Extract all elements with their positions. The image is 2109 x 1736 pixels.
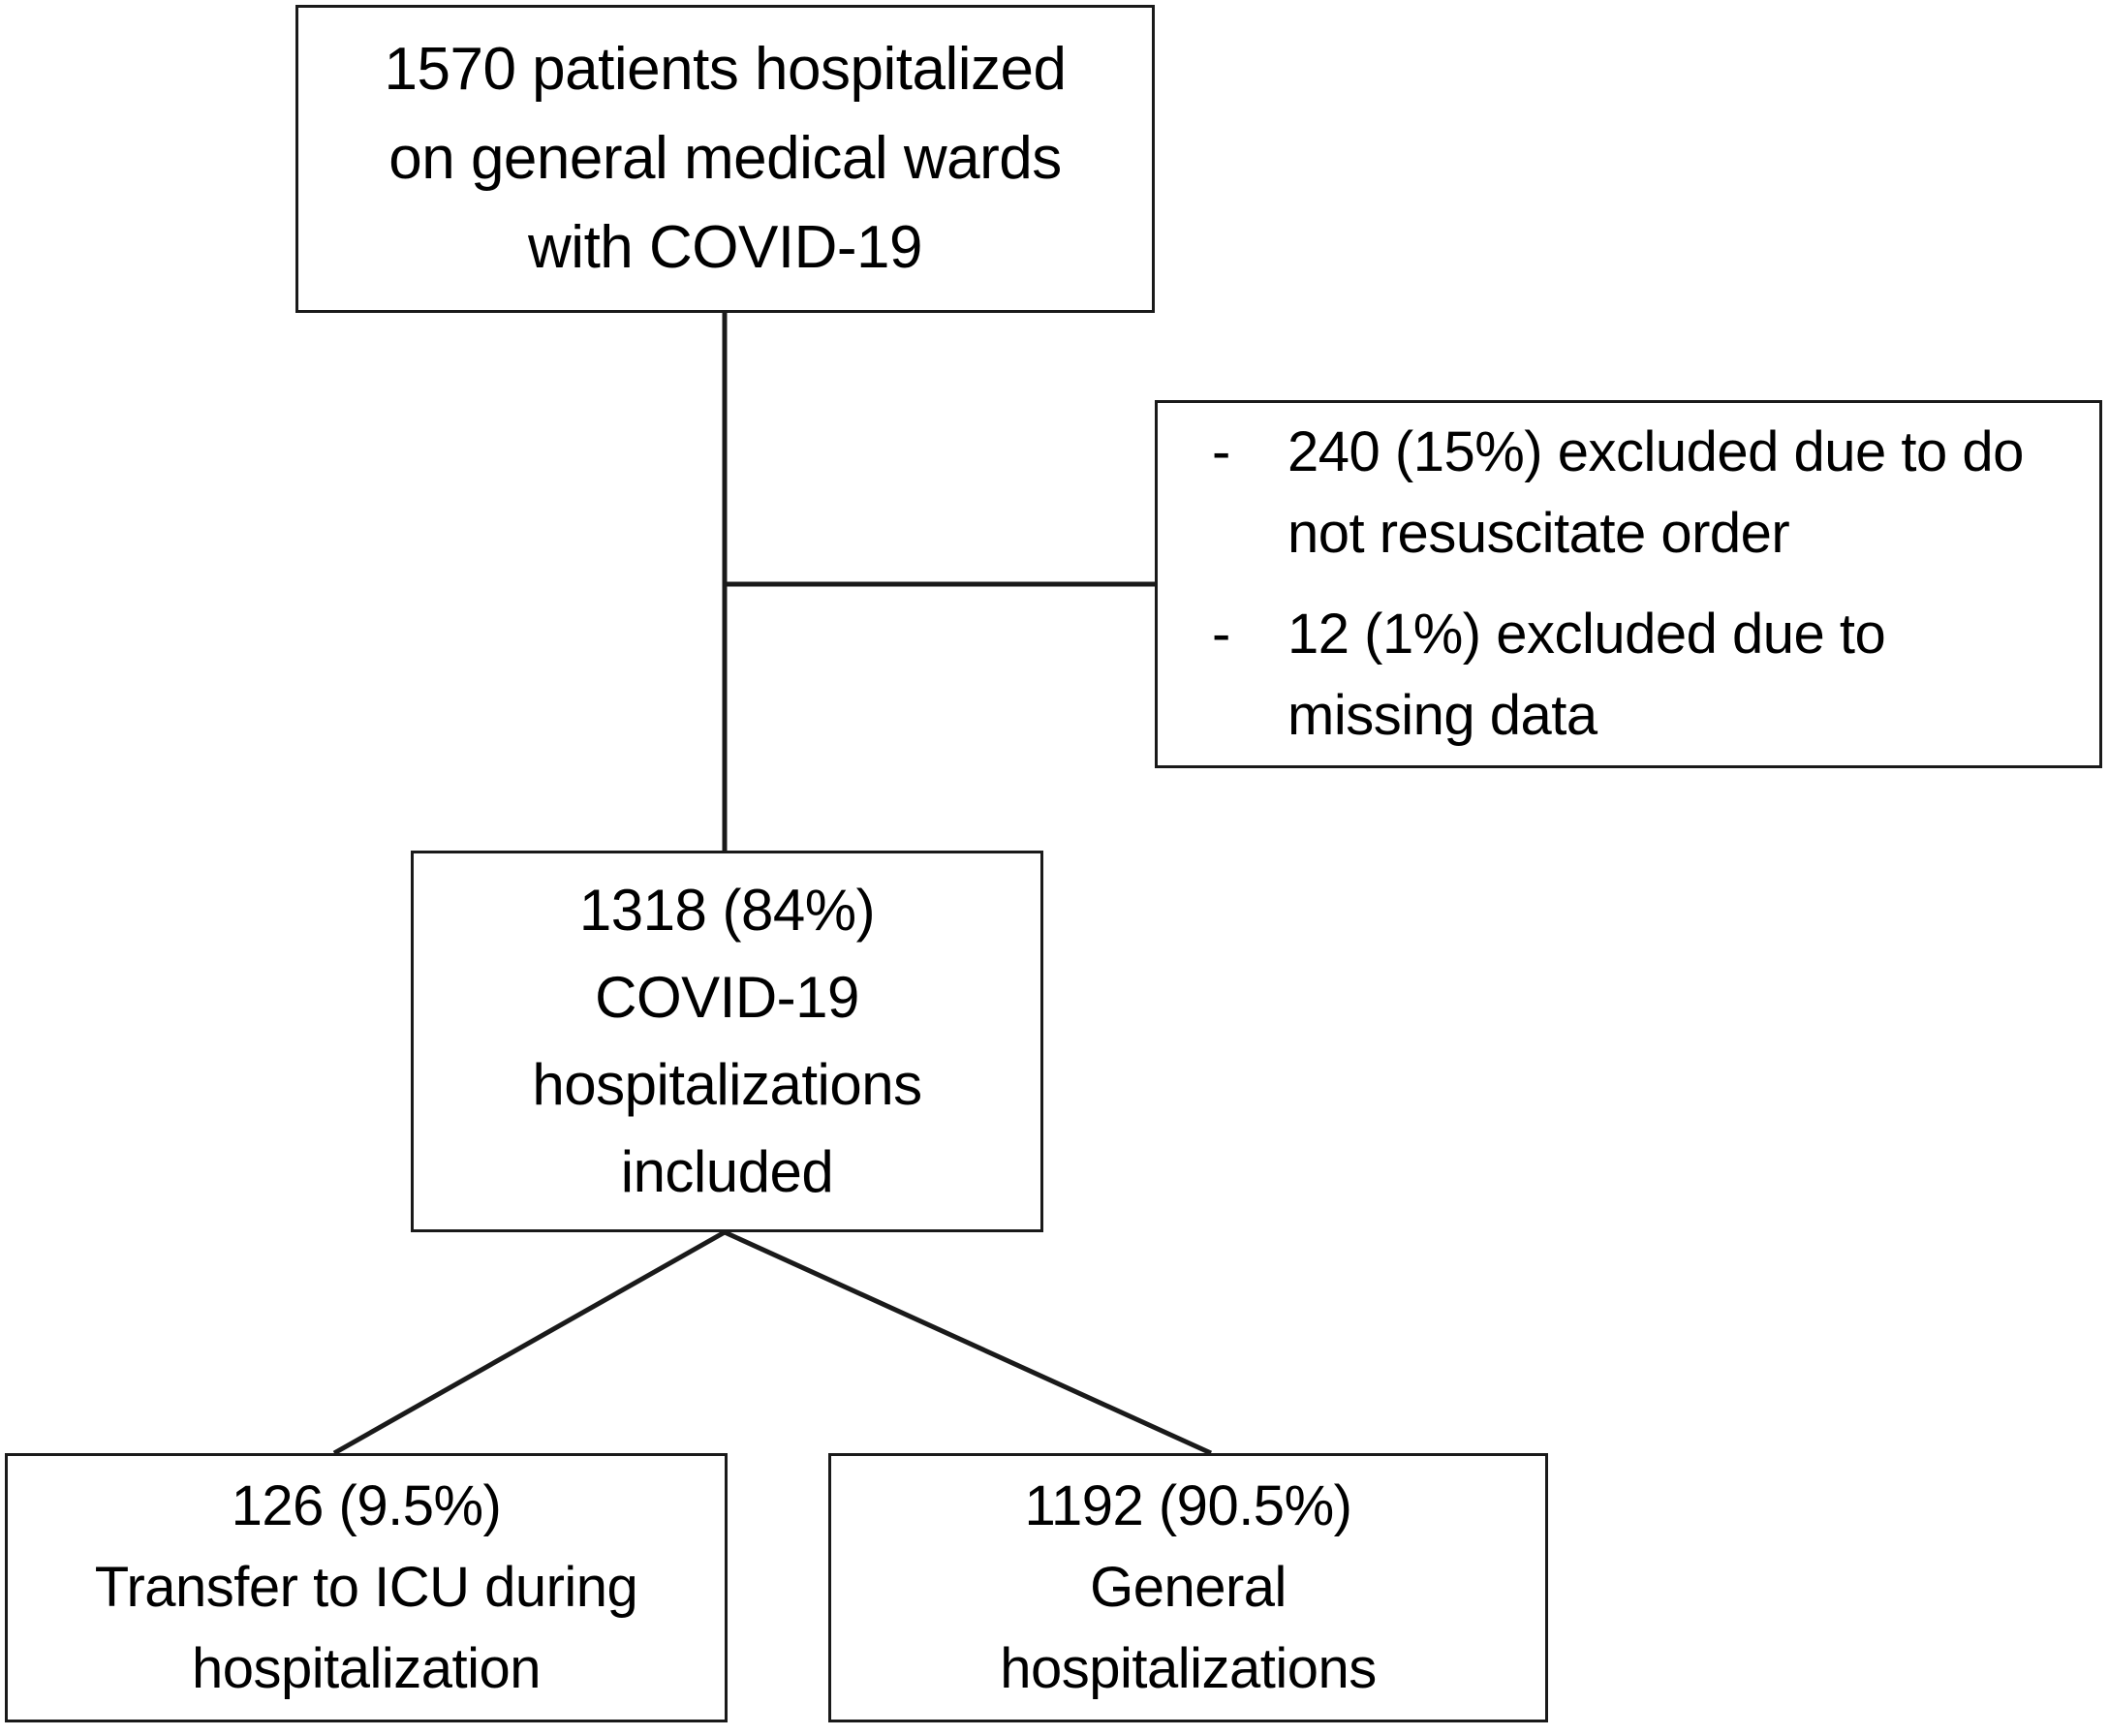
- source-population-line-2: on general medical wards: [388, 125, 1062, 192]
- general-hospitalization-group-box: 1192 (90.5%) General hospitalizations: [828, 1453, 1548, 1722]
- bullet-dash-icon: -: [1212, 603, 1231, 666]
- included-cohort-line-2: COVID-19: [595, 965, 859, 1030]
- icu-transfer-group-box: 126 (9.5%) Transfer to ICU during hospit…: [5, 1453, 728, 1722]
- general-hospitalization-line-1: 1192 (90.5%): [1024, 1474, 1352, 1537]
- general-hospitalization-line-3: hospitalizations: [1000, 1637, 1377, 1700]
- source-population-box: 1570 patients hospitalized on general me…: [295, 5, 1155, 313]
- exclusion-item-missing-data: - 12 (1%) excluded due to missing data: [1212, 594, 2082, 757]
- connector-included-to-icu: [332, 1229, 727, 1456]
- included-cohort-line-3: hospitalizations: [532, 1052, 922, 1117]
- source-population-line-1: 1570 patients hospitalized: [384, 36, 1067, 103]
- icu-transfer-line-3: hospitalization: [191, 1637, 542, 1700]
- general-hospitalization-line-2: General: [1090, 1556, 1287, 1619]
- included-cohort-box: 1318 (84%) COVID-19 hospitalizations inc…: [411, 851, 1043, 1232]
- bullet-dash-icon: -: [1212, 420, 1231, 483]
- included-cohort-line-4: included: [620, 1139, 834, 1204]
- icu-transfer-line-1: 126 (9.5%): [231, 1474, 502, 1537]
- icu-transfer-line-2: Transfer to ICU during: [94, 1556, 638, 1619]
- exclusion-item-missing-data-text: 12 (1%) excluded due to missing data: [1287, 603, 1886, 747]
- exclusion-item-dnr-text: 240 (15%) excluded due to do not resusci…: [1287, 420, 2024, 565]
- included-cohort-line-1: 1318 (84%): [578, 878, 876, 943]
- connector-included-to-general: [723, 1229, 1213, 1456]
- source-population-line-3: with COVID-19: [528, 214, 922, 281]
- exclusion-criteria-box: - 240 (15%) excluded due to do not resus…: [1155, 400, 2102, 768]
- exclusion-item-dnr: - 240 (15%) excluded due to do not resus…: [1212, 412, 2082, 574]
